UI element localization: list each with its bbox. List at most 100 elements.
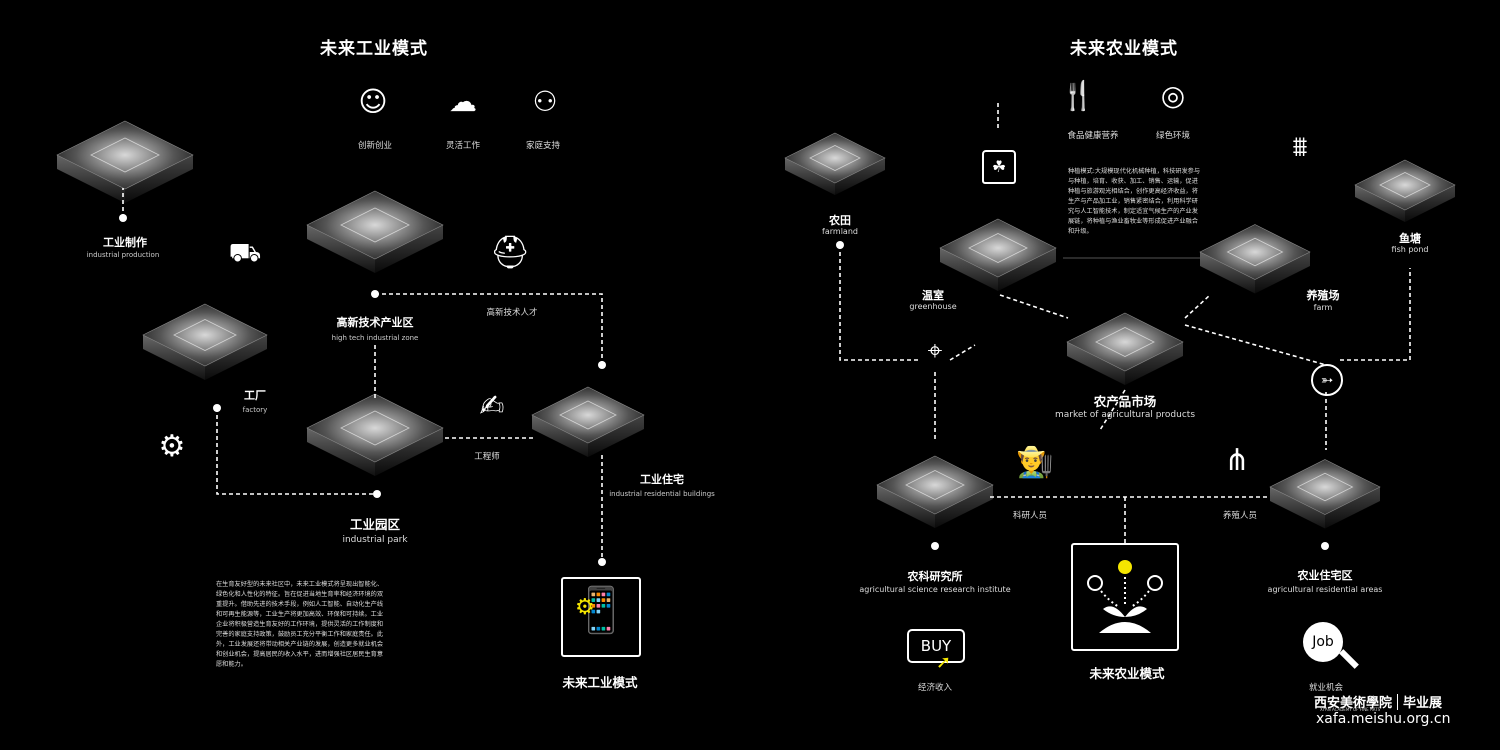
node-dot <box>836 241 844 249</box>
site-url[interactable]: xafa.meishu.org.cn <box>1316 711 1451 727</box>
cursor-icon: ➚ <box>936 652 952 673</box>
role-breeder-label: 养殖人员 <box>1222 511 1258 521</box>
node-research-en: agricultural science research institute <box>859 585 1011 594</box>
gear-icon: ⚙ <box>575 595 595 620</box>
park-block-side <box>307 428 375 476</box>
node-market-en: market of agricultural products <box>1054 410 1196 420</box>
research-block-building <box>905 470 965 500</box>
farmland-block <box>784 132 886 184</box>
dashed-connector <box>1184 294 1211 319</box>
school-name-en: XI'AN ACADEMY OF FINE ARTS <box>1320 707 1381 712</box>
job-search-icon: Job <box>1303 622 1343 662</box>
house-plant-icon: ☘ <box>982 150 1016 184</box>
flexible-work-icon: ☁ <box>449 85 477 118</box>
residential-block-side <box>532 415 588 457</box>
gear-phone-icon: 📱 <box>573 585 629 636</box>
production-block-side <box>57 155 125 203</box>
node-farm-label: 养殖场 <box>1306 289 1340 302</box>
job-icon-text: Job <box>1312 634 1334 650</box>
feature-label: 食品健康营养 <box>1067 131 1119 141</box>
park-block-building <box>340 410 410 446</box>
greenhouse-block <box>939 218 1057 278</box>
greenhouse-block-building <box>968 233 1028 263</box>
industry-box-label: 未来工业模式 <box>562 675 638 690</box>
node-market-label: 农产品市场 <box>1093 394 1157 409</box>
node-dot <box>598 558 606 566</box>
dashed-connector <box>1099 389 1126 431</box>
factory-block-building <box>173 319 237 351</box>
fishpond-block-side <box>1405 185 1455 222</box>
sprout-growth-icon <box>1087 560 1163 633</box>
node-hightech-en: high tech industrial zone <box>331 334 419 342</box>
industry-mode-box: 📱 ⚙ <box>561 577 641 657</box>
agriculture-paragraph: 种植模式:大规模现代化机械种植，科技研发参与与种植，培育、收获、加工、销售、运输… <box>1068 168 1201 235</box>
farm-block-side <box>1255 252 1310 294</box>
researcher-farmer-icon: 👨‍🌾 <box>1016 445 1054 480</box>
buy-button-icon: BUY <box>907 629 965 663</box>
node-research-label: 农科研究所 <box>907 570 963 583</box>
dashed-connector <box>1184 268 1411 366</box>
market-block <box>1066 312 1184 372</box>
node-dot <box>119 214 127 222</box>
factory-block <box>142 303 268 367</box>
role-talent-label: 高新技术人才 <box>486 308 538 318</box>
production-block-side <box>125 155 193 203</box>
factory-block-side <box>143 335 205 380</box>
production-block-building <box>90 137 160 173</box>
park-block-side <box>375 428 443 476</box>
node-fishpond-en: fish pond <box>1391 245 1429 254</box>
breeder-pitchfork-icon: ⋔ <box>1224 443 1250 478</box>
node-factory-en: factory <box>242 406 268 414</box>
feature-label: 家庭支持 <box>525 141 561 151</box>
node-greenhouse-label: 温室 <box>922 289 944 302</box>
agriculture-mode-box <box>1071 543 1179 651</box>
greenhouse-block-side <box>998 248 1056 291</box>
fishpond-block <box>1354 159 1456 211</box>
hightech-block <box>306 190 444 260</box>
map-pin-icon: ⌖ <box>927 336 943 366</box>
hightech-block-side <box>307 225 375 273</box>
node-dot <box>931 542 939 550</box>
jobs-label: 就业机会 <box>1308 683 1344 693</box>
greenhouse-block-side <box>940 248 998 291</box>
agriculture-title: 未来农业模式 <box>1070 39 1178 59</box>
node-hightech-label: 高新技术产业区 <box>336 316 414 329</box>
node-residential-label: 工业住宅 <box>640 473 684 486</box>
residential-block-building <box>559 400 617 430</box>
agri-residential-block-side <box>1325 487 1380 529</box>
factory-block-side <box>205 335 267 380</box>
hightech-block-building <box>340 207 410 243</box>
agri-residential-block-side <box>1270 487 1325 529</box>
industry-paragraph: 在生育友好型的未来社区中，未来工业模式将呈现出智能化、绿色化和人性化的特征。旨在… <box>216 581 384 668</box>
feature-label: 创新创业 <box>357 141 393 151</box>
fishpond-block-building <box>1379 172 1431 198</box>
feature-label: 灵活工作 <box>445 141 481 151</box>
innovation-head-icon: ☺ <box>358 85 388 118</box>
node-greenhouse-en: greenhouse <box>909 302 957 311</box>
node-production-label: 工业制作 <box>103 236 147 249</box>
farm-block-side <box>1200 252 1255 294</box>
research-block-side <box>935 485 993 528</box>
farmland-block-building <box>809 145 861 171</box>
fish-icon: ➳ <box>1311 364 1343 396</box>
green-leaf-icon: ◎ <box>1160 79 1186 112</box>
market-block-side <box>1067 342 1125 385</box>
park-block <box>306 393 444 463</box>
logo-divider <box>1397 693 1399 710</box>
dashed-connector <box>999 294 1069 319</box>
family-support-icon: ⚇ <box>532 85 558 118</box>
event-name: 毕业展 <box>1403 696 1443 711</box>
farmland-block-side <box>835 158 885 195</box>
tech-worker-icon: ⛑ <box>489 233 531 271</box>
node-farmland-en: farmland <box>822 227 858 236</box>
dashed-connector <box>839 245 920 361</box>
node-farmland-label: 农田 <box>829 214 851 227</box>
fence-animal-icon: ⩩ <box>1292 130 1308 163</box>
dashed-connector <box>216 408 377 495</box>
food-nutrition-icon: 🍴 <box>1060 79 1096 112</box>
feature-label: 绿色环境 <box>1155 131 1191 141</box>
production-block <box>56 120 194 190</box>
market-block-side <box>1125 342 1183 385</box>
dashed-connector <box>375 293 603 365</box>
